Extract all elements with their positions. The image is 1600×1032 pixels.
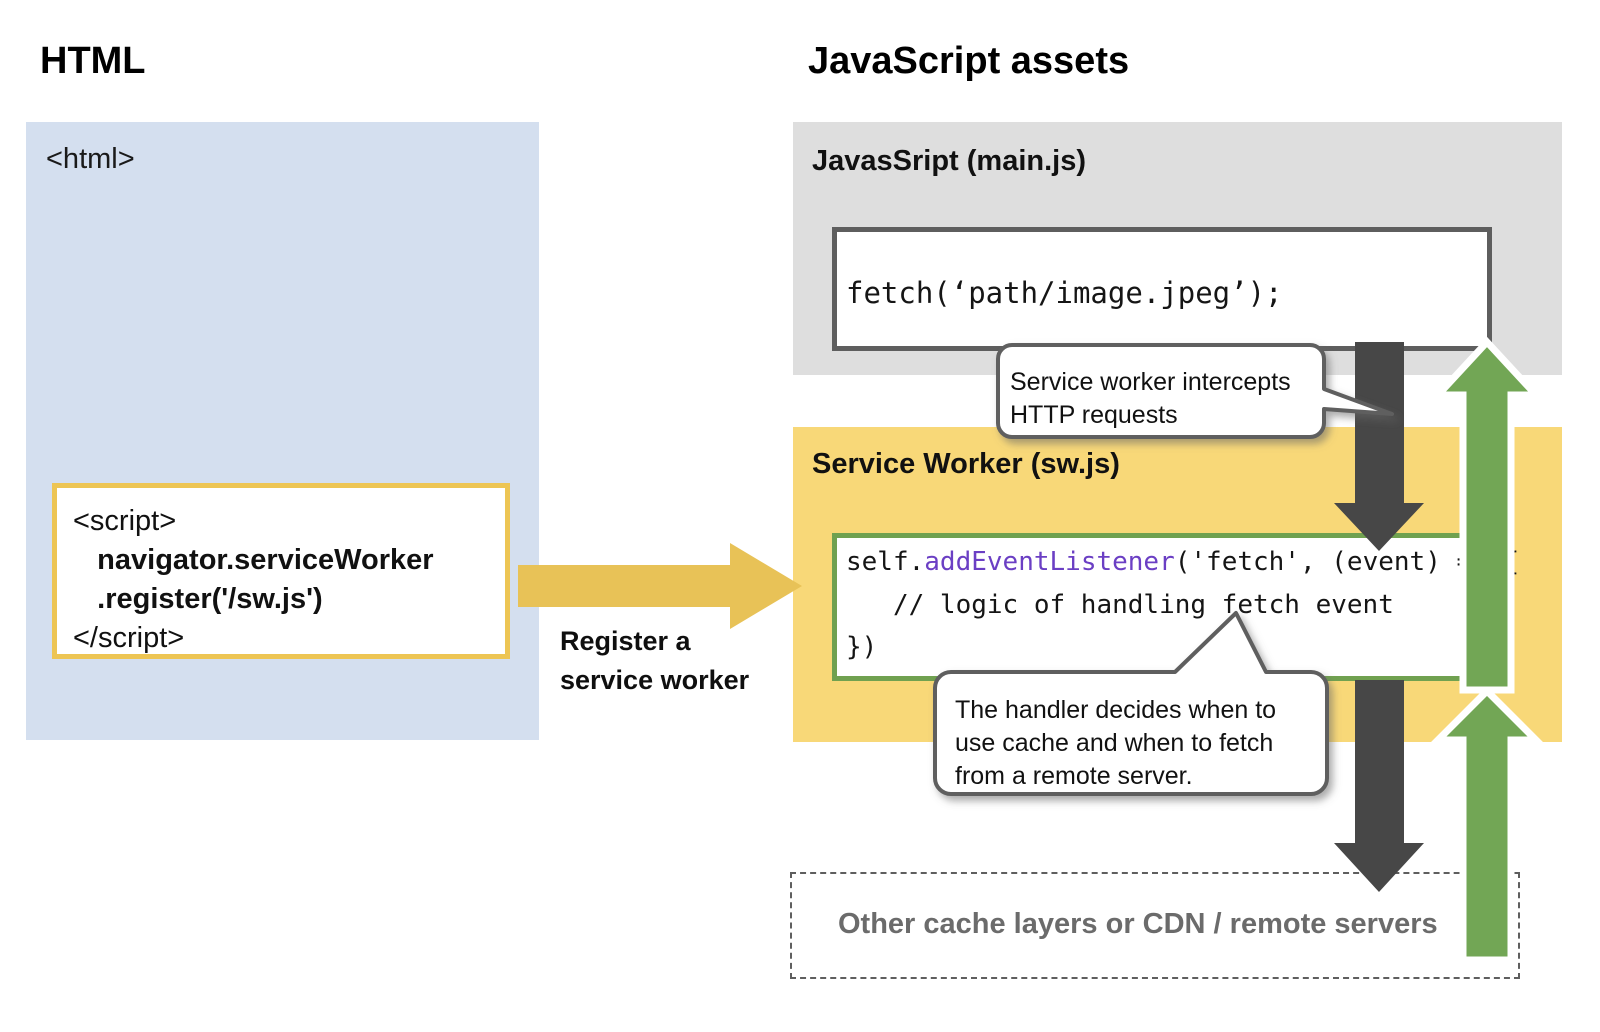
remote-servers-label: Other cache layers or CDN / remote serve… [838,908,1438,940]
callout-intercept-bubble [996,343,1394,439]
remote-servers-box [790,872,1520,979]
callout-intercept-text: Service worker intercepts HTTP requests [1010,368,1291,429]
script-code-line-1: <script> [73,505,177,537]
response-arrow-lower [1429,686,1545,964]
script-code-line-2: navigator.serviceWorker [73,544,434,576]
html-root-tag-label: <html> [46,143,135,175]
html-section-title: HTML [40,40,146,82]
callout-handler-bubble [933,611,1329,796]
response-arrow-upper [1429,336,1545,694]
main-js-code-box [832,227,1492,351]
sw-code-line-2: // logic of handling fetch event [846,590,1394,620]
register-service-worker-arrow [518,543,802,629]
fetch-code-line: fetch(‘path/image.jpeg’); [846,276,1283,310]
register-service-worker-label: Register a service worker [560,626,750,695]
main-js-heading: JavasSript (main.js) [812,145,1086,177]
sw-code-self-token: self. [846,547,925,577]
script-code-line-4: </script> [73,622,185,654]
sw-code-line-3: }) [846,632,878,662]
service-worker-code-box [832,533,1492,681]
request-arrow-lower [1334,680,1424,892]
script-code-line-3: .register('/sw.js') [73,583,323,615]
sw-code-line-1: self.addEventListener('fetch', (event) =… [846,547,1519,577]
service-worker-heading: Service Worker (sw.js) [812,448,1120,480]
request-arrow-upper [1334,342,1424,551]
sw-code-addeventlistener-token: addEventListener [924,547,1175,577]
callout-handler-text: The handler decides when to use cache an… [955,696,1277,790]
html-script-code-box: <script> navigator.serviceWorker .regist… [52,483,510,659]
javascript-section-title: JavaScript assets [808,40,1130,82]
